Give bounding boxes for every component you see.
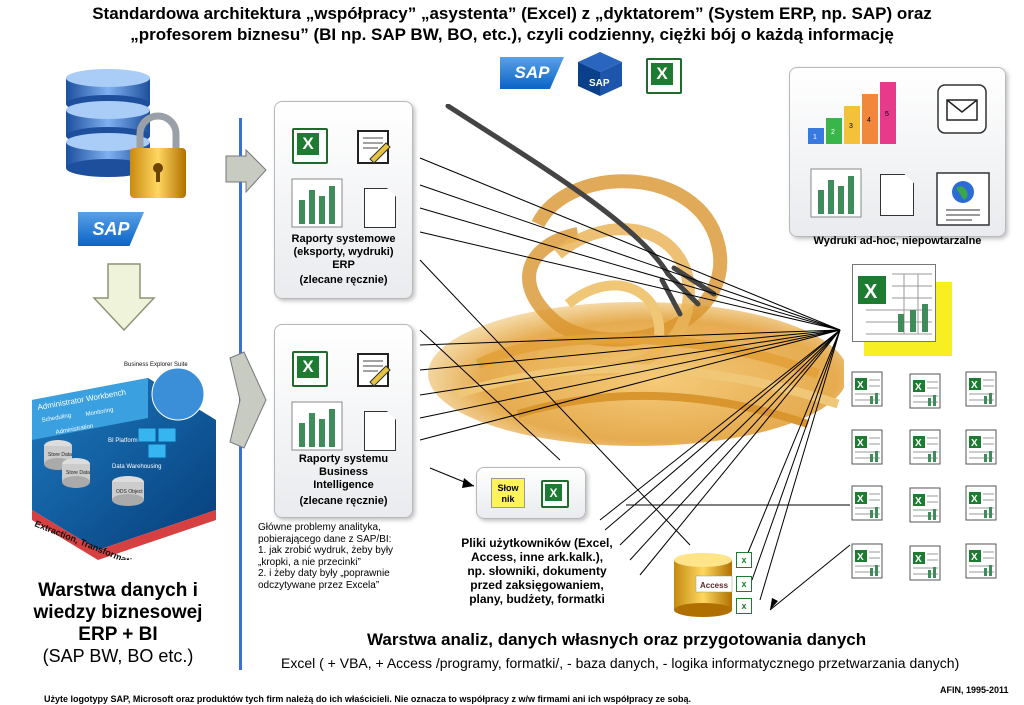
excel-icon: X	[292, 128, 328, 164]
erp-reports-label-1: Raporty systemowe	[291, 233, 396, 245]
excel-icon: X	[292, 351, 328, 387]
adhoc-printouts-box: 1 2 3 4 5 Wydruki ad-hoc, niepowtarzalne	[789, 67, 1006, 247]
excel-spreadsheet-large-icon: X	[852, 264, 952, 356]
bar-chart-icon	[810, 168, 862, 218]
layer-title-1: Warstwa danych i	[38, 580, 198, 601]
problems-note: Główne problemy analityka, pobierającego…	[258, 522, 394, 591]
database-lock-icon	[58, 66, 188, 206]
copyright-label: AFIN, 1995-2011	[940, 685, 1009, 695]
down-arrow-icon	[92, 262, 156, 332]
arrow-right-erp-icon	[224, 148, 268, 194]
bi-reports-label-3: Intelligence	[313, 479, 374, 491]
blank-document-icon	[364, 188, 396, 228]
excel-files-grid: X	[848, 370, 1008, 588]
svg-text:ODS Object: ODS Object	[116, 489, 143, 495]
document-pen-icon	[356, 129, 392, 165]
svg-text:1: 1	[813, 134, 817, 141]
svg-text:Store Data: Store Data	[66, 470, 90, 476]
svg-text:4: 4	[867, 117, 871, 124]
bi-reports-label-1: Raporty systemu	[298, 453, 389, 465]
bi-reports-label-4: (zlecane ręcznie)	[299, 495, 388, 507]
globe-document-icon	[936, 172, 990, 226]
access-database-icon: Access	[672, 552, 734, 618]
analysis-layer-subtitle: Excel ( + VBA, + Access /programy, forma…	[281, 655, 960, 671]
mini-excel-icon: x	[736, 576, 752, 592]
mail-envelope-icon	[937, 84, 987, 134]
erp-reports-label-3: ERP	[332, 259, 355, 271]
title-line-1: Standardowa architektura „współpracy” „a…	[92, 4, 932, 23]
bar-chart-icon	[291, 401, 343, 451]
svg-text:2: 2	[831, 129, 835, 136]
excel-logo-top: X	[646, 58, 682, 94]
svg-text:SAP: SAP	[589, 78, 610, 89]
bi-reports-label-2: Business	[319, 466, 368, 478]
svg-text:BI Platform: BI Platform	[108, 438, 138, 444]
arrow-right-bi-icon	[228, 350, 268, 450]
title-line-2: „profesorem biznesu” (BI np. SAP BW, BO,…	[130, 25, 894, 44]
svg-text:3: 3	[849, 123, 853, 130]
svg-text:Monitoring: Monitoring	[85, 407, 114, 418]
blank-document-icon	[364, 411, 396, 451]
blank-document-icon	[880, 174, 914, 216]
svg-text:Business Explorer Suite: Business Explorer Suite	[124, 362, 188, 368]
layer-title-3: ERP + BI	[78, 624, 158, 645]
layer-subtitle: (SAP BW, BO etc.)	[42, 646, 194, 666]
layer-title-2: wiedzy biznesowej	[33, 602, 203, 623]
svg-text:Scheduling: Scheduling	[41, 413, 71, 424]
svg-text:Store Data: Store Data	[48, 452, 72, 458]
user-files-label: Pliki użytkowników (Excel, Access, inne …	[461, 536, 613, 606]
bar-chart-icon	[291, 178, 343, 228]
svg-text:5: 5	[885, 111, 889, 118]
svg-text:Data Warehousing: Data Warehousing	[112, 464, 161, 470]
erp-reports-label-4: (zlecane ręcznie)	[299, 274, 388, 286]
sap-logo-left: SAP	[78, 212, 144, 246]
mini-excel-icon: x	[736, 552, 752, 568]
erp-reports-box: X Raporty systemowe (eksporty, wydruki) …	[274, 101, 413, 299]
adhoc-printouts-label: Wydruki ad-hoc, niepowtarzalne	[813, 235, 982, 247]
svg-text:X: X	[864, 281, 878, 303]
document-pen-icon	[356, 352, 392, 388]
analysis-layer-title: Warstwa analiz, danych własnych oraz prz…	[367, 630, 867, 649]
footer-disclaimer: Użyte logotypy SAP, Microsoft oraz produ…	[44, 694, 691, 704]
step-bar-chart: 1 2 3 4 5	[806, 76, 906, 148]
mini-excel-icon: x	[736, 598, 752, 614]
sap-cube-logo: SAP	[576, 50, 624, 98]
erp-reports-label-2: (eksporty, wydruki)	[293, 246, 394, 258]
bi-reports-box: X Raporty systemu Business Intelligence …	[274, 324, 413, 518]
excel-icon: X	[541, 480, 569, 508]
